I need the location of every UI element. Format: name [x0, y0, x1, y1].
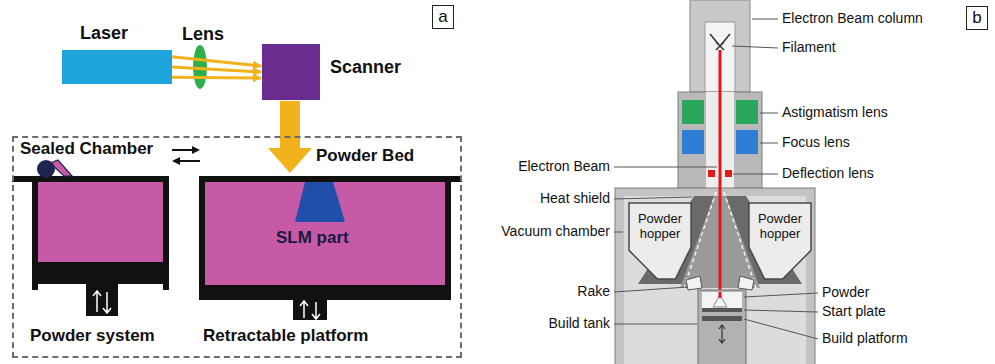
hopper-label: Powder hopper [631, 212, 689, 242]
scanner-box: Scanner [262, 44, 320, 100]
hopper-shape [629, 203, 691, 279]
scanner-label: Scanner [330, 58, 401, 78]
hopper-shape [749, 203, 811, 279]
deflection-coil [725, 170, 732, 177]
powder-hopper: Powder hopper [628, 202, 692, 280]
part-label: Powder [822, 284, 869, 300]
chamber-title: Sealed Chamber [20, 140, 153, 159]
leader-line [744, 293, 818, 297]
build-tank-shape [698, 290, 746, 364]
leader-line [614, 287, 688, 292]
panel-tag: a [432, 5, 454, 29]
laser-ray [172, 57, 261, 78]
panel-letter: b [967, 8, 987, 28]
powder-bed-fill [205, 182, 445, 285]
part-label: Vacuum chamber [501, 223, 610, 239]
part-label: Deflection lens [782, 165, 874, 181]
build-platform-shape [702, 316, 742, 321]
roller [37, 160, 55, 178]
leader-line [744, 319, 818, 339]
laser-source: Laser [62, 50, 172, 84]
platform [199, 285, 451, 300]
part-label: Electron Beam column [782, 10, 923, 26]
hopper-label: Powder hopper [751, 212, 809, 242]
start-plate-shape [702, 308, 742, 312]
platform [32, 262, 169, 284]
arrow-head [192, 146, 200, 154]
part-label: Rake [577, 283, 610, 299]
piston [293, 300, 327, 320]
part-label: Lens [182, 24, 224, 45]
part-label: Powder system [30, 326, 155, 346]
part-label: Filament [782, 39, 836, 55]
transfer-arrow [178, 160, 200, 162]
electron-beam [719, 50, 722, 298]
rake-shape [686, 276, 702, 290]
part-label: Powder Bed [316, 146, 414, 166]
astigmatism-coil [736, 100, 758, 124]
leader-line [614, 167, 717, 168]
part-label: Build platform [822, 330, 908, 346]
astigmatism-coil [682, 100, 704, 124]
electron-beam [719, 292, 722, 298]
part-label: Retractable platform [203, 326, 368, 346]
laser-ray-line [172, 76, 261, 80]
arrow-head [172, 157, 180, 165]
leader-line [760, 143, 778, 144]
laser-label: Laser [80, 24, 128, 44]
laser-ray-line [172, 57, 261, 66]
rake-shape [738, 276, 754, 290]
part-label: Electron Beam [518, 158, 610, 174]
piston [86, 284, 118, 316]
updown-arrows [719, 325, 725, 343]
leader-line [733, 174, 778, 175]
laser-ray-line [172, 67, 261, 72]
panel-tag: b [966, 6, 988, 30]
part-label: Heat shield [540, 190, 610, 206]
leader-line [744, 310, 818, 312]
panel-letter: a [433, 7, 453, 27]
updown-arrows [300, 301, 320, 319]
leader-line [614, 232, 623, 233]
focus-coil [736, 130, 758, 154]
powder-fill [38, 182, 163, 262]
wall [445, 176, 451, 300]
leader-line [614, 324, 697, 325]
rim [199, 176, 462, 182]
part-label: SLM part [276, 228, 349, 248]
powder-hopper: Powder hopper [748, 202, 812, 280]
part-label: Focus lens [782, 134, 850, 150]
transfer-arrow [172, 149, 194, 151]
part-label: Start plate [822, 303, 886, 319]
part-label: Astigmatism lens [782, 104, 888, 120]
sealed-chamber: Sealed Chamber [12, 136, 462, 358]
powder-layer [702, 292, 742, 308]
focus-coil [682, 130, 704, 154]
leader-line [732, 46, 778, 48]
part-label: Build tank [549, 315, 610, 331]
leader-line [614, 197, 692, 199]
leader-line [760, 113, 778, 114]
leader-line [752, 19, 778, 20]
updown-arrows [93, 291, 111, 313]
wall [199, 176, 205, 300]
slm-part-shape [295, 182, 345, 222]
deflection-coil [708, 170, 715, 177]
filament-symbol [710, 34, 730, 50]
